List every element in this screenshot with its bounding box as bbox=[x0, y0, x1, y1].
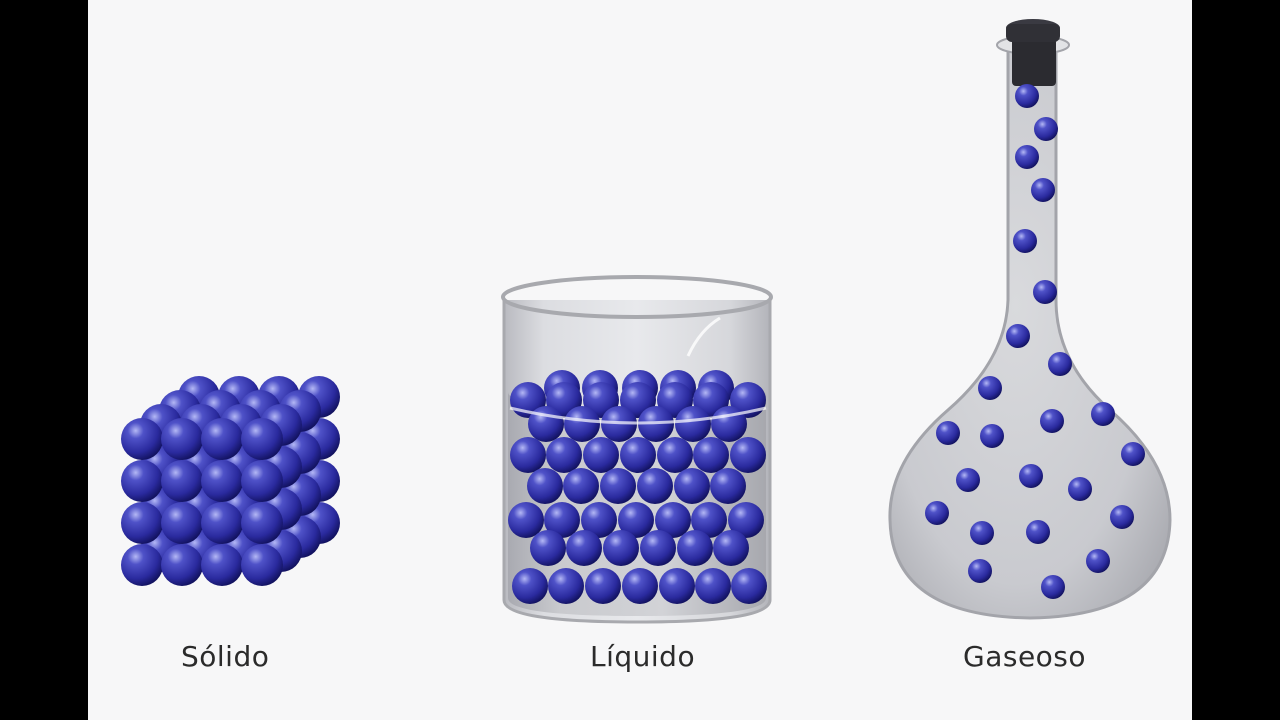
liquid-particle bbox=[659, 568, 695, 604]
gas-particle bbox=[1040, 409, 1064, 433]
liquid-particle bbox=[711, 406, 747, 442]
solid-particle bbox=[161, 502, 203, 544]
liquid-particle bbox=[508, 502, 544, 538]
gas-particle bbox=[1019, 464, 1043, 488]
liquid-particle bbox=[731, 568, 767, 604]
liquid-particle bbox=[713, 530, 749, 566]
solid-particle bbox=[241, 418, 283, 460]
liquid-particle bbox=[655, 502, 691, 538]
solid-particle bbox=[241, 544, 283, 586]
liquid-particle bbox=[527, 468, 563, 504]
liquid-particle bbox=[730, 437, 766, 473]
solid-label: Sólido bbox=[181, 640, 270, 673]
liquid-particle bbox=[693, 437, 729, 473]
solid-particle bbox=[161, 460, 203, 502]
liquid-particle bbox=[530, 530, 566, 566]
liquid-particle bbox=[600, 468, 636, 504]
liquid-particle bbox=[618, 502, 654, 538]
gas-particle bbox=[1091, 402, 1115, 426]
gas-particle bbox=[1006, 324, 1030, 348]
liquid-particle bbox=[512, 568, 548, 604]
liquid-particle bbox=[637, 468, 673, 504]
gas-particle bbox=[925, 501, 949, 525]
liquid-particle bbox=[691, 502, 727, 538]
gas-particle bbox=[978, 376, 1002, 400]
liquid-particle bbox=[677, 530, 713, 566]
liquid-particle bbox=[564, 406, 600, 442]
gas-particle bbox=[1041, 575, 1065, 599]
liquid-particle bbox=[603, 530, 639, 566]
liquid-label: Líquido bbox=[590, 640, 696, 673]
liquid-particle bbox=[563, 468, 599, 504]
liquid-particle bbox=[510, 437, 546, 473]
liquid-particle bbox=[728, 502, 764, 538]
solid-particles bbox=[121, 376, 340, 586]
gas-particle bbox=[980, 424, 1004, 448]
gas-particle bbox=[1013, 229, 1037, 253]
gas-particle bbox=[968, 559, 992, 583]
solid-particle bbox=[161, 544, 203, 586]
gas-particle bbox=[1121, 442, 1145, 466]
solid-particle bbox=[121, 460, 163, 502]
solid-particle bbox=[201, 544, 243, 586]
gas-particle bbox=[1034, 117, 1058, 141]
liquid-particle bbox=[585, 568, 621, 604]
solid-particle bbox=[241, 460, 283, 502]
gas-particle bbox=[956, 468, 980, 492]
liquid-particle bbox=[620, 437, 656, 473]
liquid-particle bbox=[674, 468, 710, 504]
gas-particle bbox=[1068, 477, 1092, 501]
liquid-particle bbox=[544, 502, 580, 538]
gas-particles bbox=[925, 84, 1145, 599]
gas-label: Gaseoso bbox=[963, 640, 1087, 673]
gas-particle bbox=[1031, 178, 1055, 202]
liquid-particle bbox=[675, 406, 711, 442]
liquid-particle bbox=[657, 437, 693, 473]
gas-particle bbox=[936, 421, 960, 445]
gas-particle bbox=[1110, 505, 1134, 529]
gas-particle bbox=[1086, 549, 1110, 573]
solid-particle bbox=[161, 418, 203, 460]
liquid-particle bbox=[581, 502, 617, 538]
liquid-particle bbox=[622, 568, 658, 604]
liquid-particle bbox=[695, 568, 731, 604]
gas-particle bbox=[970, 521, 994, 545]
liquid-particle bbox=[710, 468, 746, 504]
solid-particle bbox=[201, 418, 243, 460]
beaker-rim bbox=[501, 275, 773, 425]
gas-particle bbox=[1033, 280, 1057, 304]
liquid-particle bbox=[640, 530, 676, 566]
liquid-particle bbox=[566, 530, 602, 566]
solid-particle bbox=[201, 460, 243, 502]
liquid-particle bbox=[548, 568, 584, 604]
gas-particle bbox=[1048, 352, 1072, 376]
solid-particle bbox=[121, 418, 163, 460]
solid-particle bbox=[121, 502, 163, 544]
gas-particle bbox=[1015, 145, 1039, 169]
gas-particle bbox=[1015, 84, 1039, 108]
liquid-particles bbox=[508, 370, 767, 604]
solid-particle bbox=[241, 502, 283, 544]
gas-particle bbox=[1026, 520, 1050, 544]
solid-particle bbox=[201, 502, 243, 544]
cork bbox=[1006, 19, 1060, 86]
solid-particle bbox=[121, 544, 163, 586]
liquid-particle bbox=[528, 406, 564, 442]
liquid-particle bbox=[583, 437, 619, 473]
liquid-particle bbox=[546, 437, 582, 473]
